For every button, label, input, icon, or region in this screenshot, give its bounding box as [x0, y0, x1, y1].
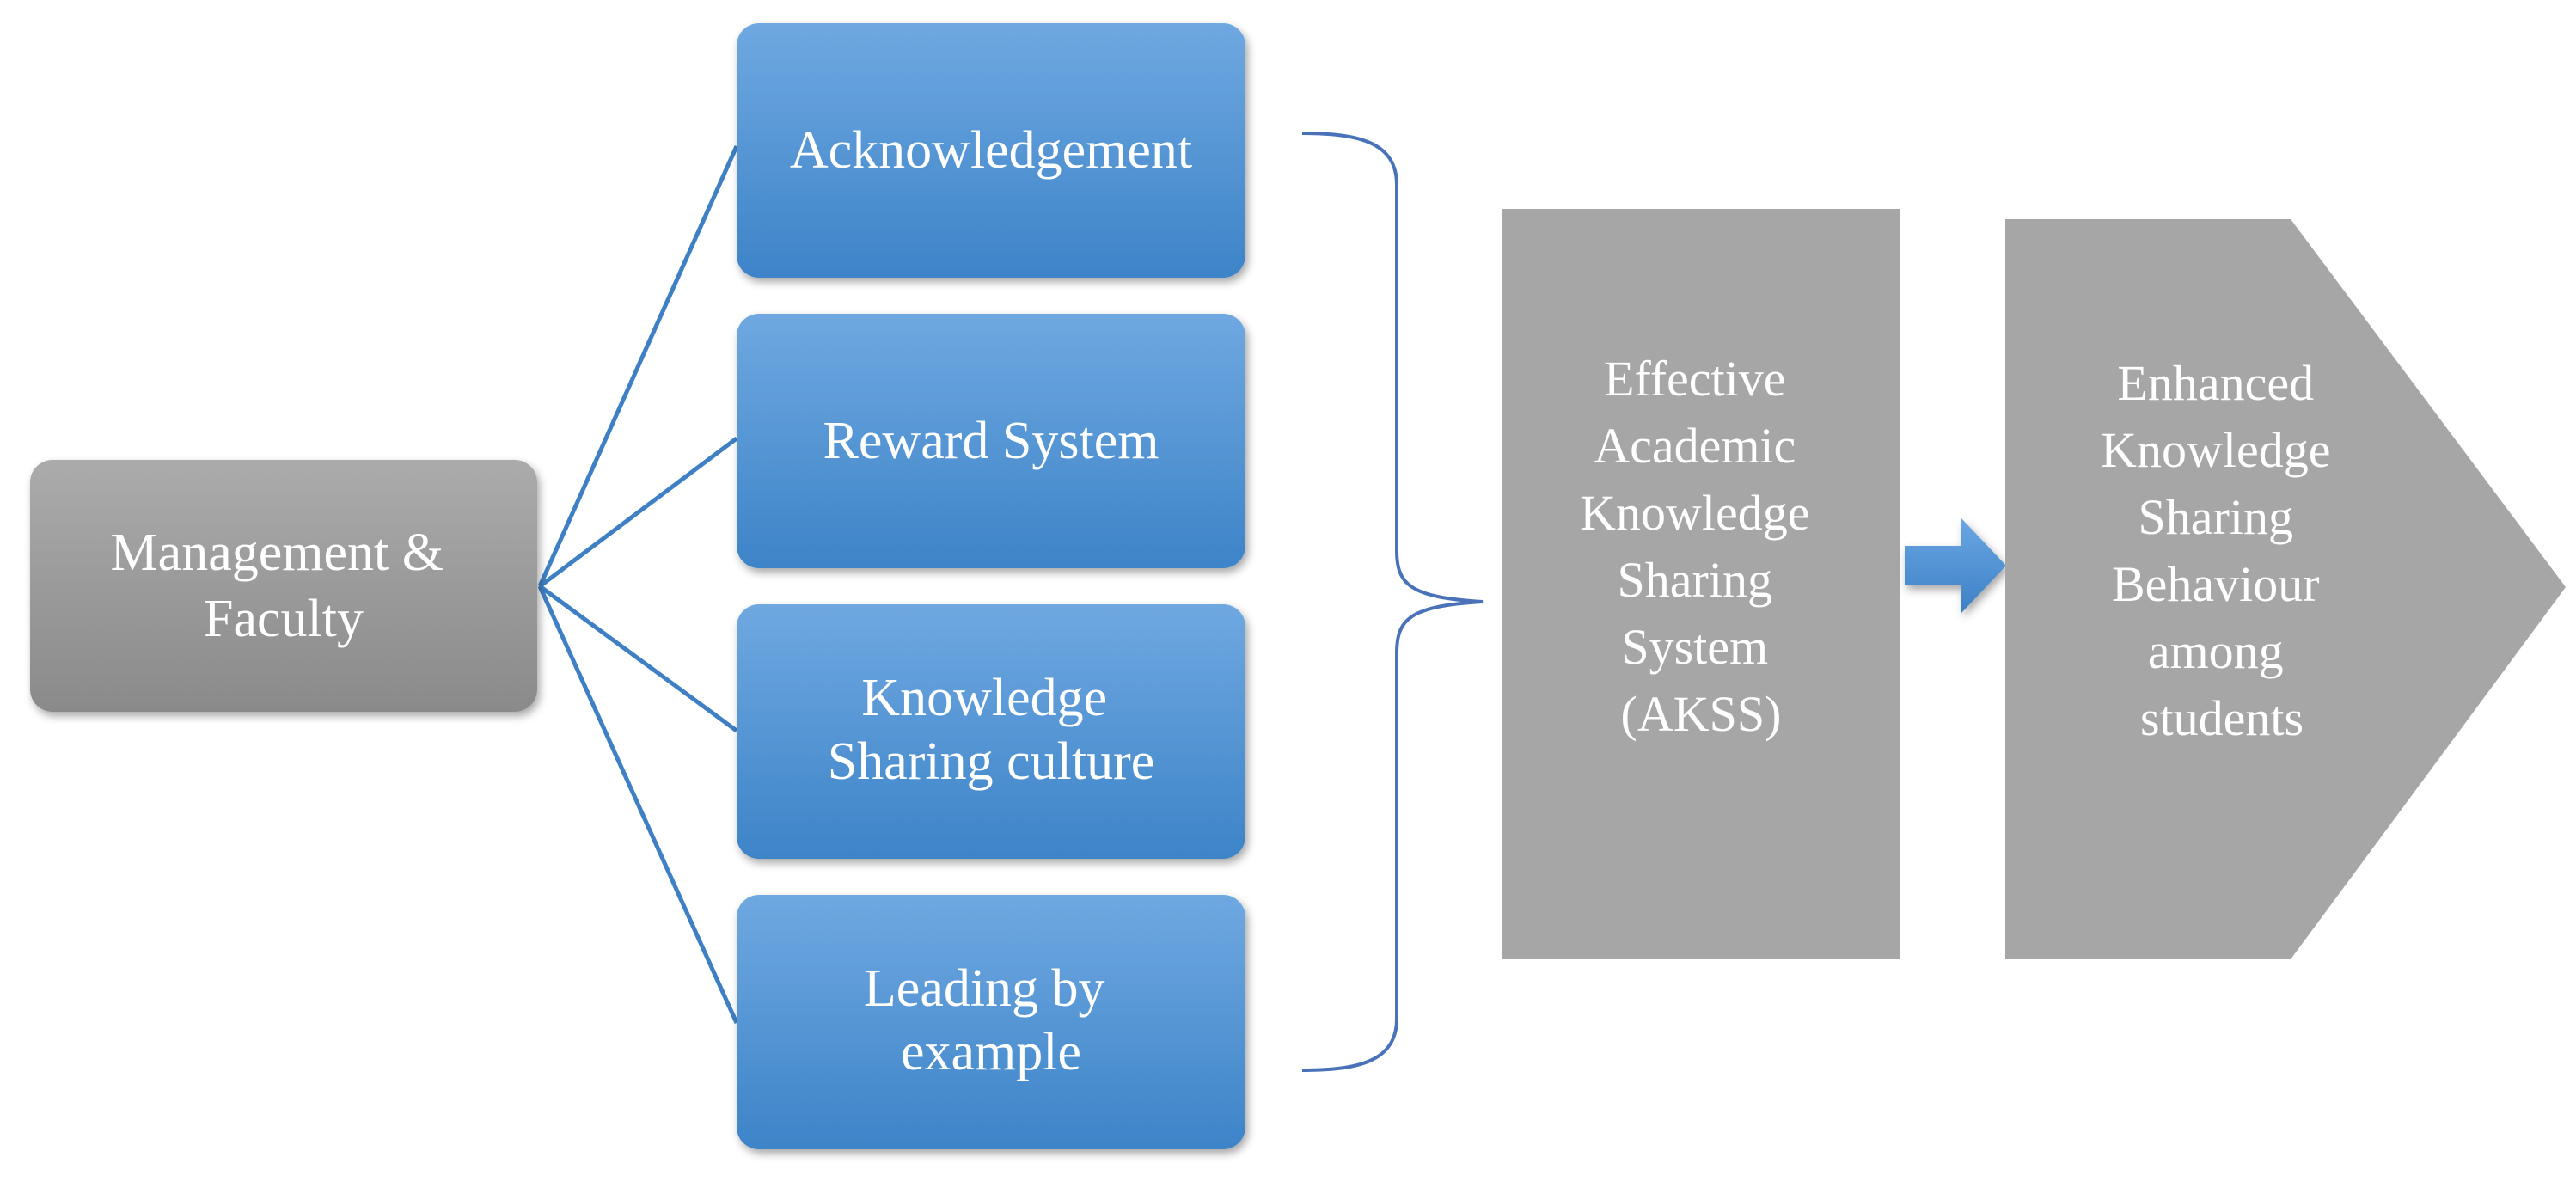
- system-label-line: (AKSS): [1621, 686, 1782, 742]
- source-box: [30, 460, 537, 712]
- factor-label-line: Knowledge: [861, 669, 1107, 727]
- outcome-label-line: among: [2148, 623, 2284, 679]
- factor-node-knowledge-sharing-culture: Knowledge Sharing culture: [737, 604, 1245, 859]
- factor-label-line: Reward System: [823, 412, 1160, 470]
- flow-arrow: [1905, 518, 2006, 613]
- outcome-label: Enhanced Knowledge Sharing Behaviour amo…: [2101, 355, 2343, 746]
- factor-label: Reward System: [823, 412, 1160, 470]
- factor-node-acknowledgement: Acknowledgement: [737, 23, 1245, 278]
- factor-label-line: Sharing culture: [828, 732, 1155, 791]
- outcome-label-line: Enhanced: [2117, 355, 2314, 411]
- system-box: [1502, 209, 1900, 959]
- source-label-line: Management &: [111, 524, 444, 582]
- connector-reward-system: [538, 437, 738, 588]
- connector-leading-by-example: [537, 585, 739, 1025]
- outcome-node: Enhanced Knowledge Sharing Behaviour amo…: [2005, 219, 2566, 959]
- source-node: Management & Faculty: [30, 460, 537, 712]
- factor-box: [737, 895, 1245, 1149]
- factor-label: Acknowledgement: [790, 121, 1192, 180]
- system-node: Effective Academic Knowledge Sharing Sys…: [1502, 209, 1900, 959]
- system-label-line: Effective: [1604, 351, 1785, 407]
- factor-node-leading-by-example: Leading by example: [737, 895, 1245, 1149]
- factor-node-reward-system: Reward System: [737, 314, 1245, 568]
- factor-label: Leading by example: [864, 959, 1118, 1081]
- factor-label-line: Leading by: [864, 959, 1105, 1018]
- system-label-line: Sharing: [1618, 552, 1772, 608]
- system-label-line: System: [1621, 619, 1768, 675]
- connector-acknowledgement: [537, 144, 739, 588]
- factor-label-line: Acknowledgement: [790, 121, 1192, 180]
- source-label-line: Faculty: [204, 590, 364, 648]
- factor-box: [737, 23, 1245, 278]
- outcome-label-line: students: [2140, 690, 2304, 746]
- connector-knowledge-sharing-culture: [538, 584, 738, 733]
- system-label-line: Knowledge: [1580, 485, 1809, 541]
- factor-box: [737, 604, 1245, 859]
- outcome-shape: [2005, 219, 2566, 959]
- source-label: Management & Faculty: [111, 524, 457, 648]
- outcome-label-line: Behaviour: [2112, 556, 2320, 612]
- grouping-brace: [1301, 132, 1484, 1072]
- factor-label-line: example: [901, 1023, 1081, 1081]
- outcome-label-line: Knowledge: [2101, 422, 2330, 478]
- system-label-line: Academic: [1594, 418, 1796, 474]
- outcome-label-line: Sharing: [2139, 489, 2293, 545]
- factor-box: [737, 314, 1245, 568]
- connector-lines: [537, 144, 739, 1025]
- factor-label: Knowledge Sharing culture: [828, 669, 1155, 791]
- system-label: Effective Academic Knowledge Sharing Sys…: [1580, 351, 1822, 742]
